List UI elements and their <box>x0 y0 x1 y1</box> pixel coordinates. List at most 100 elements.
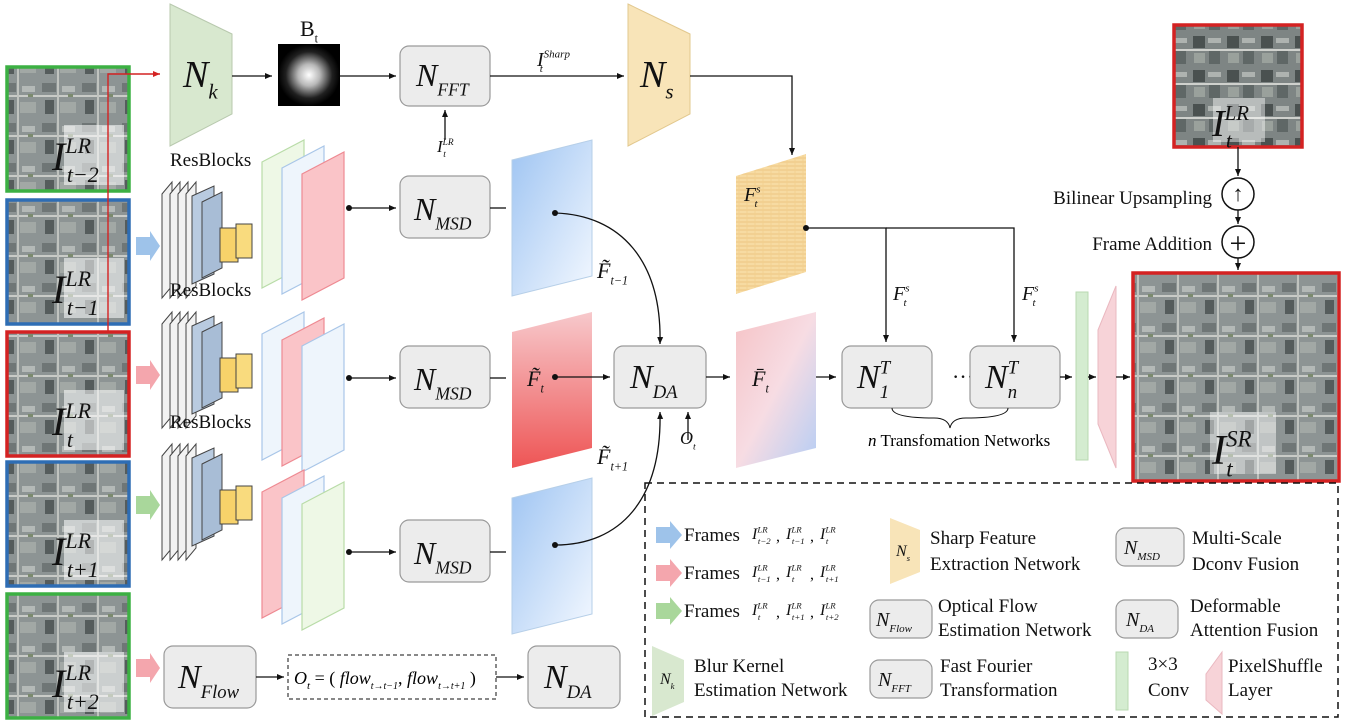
transform-n-label-base: N <box>984 359 1010 396</box>
flow-label-text: NFlow <box>177 659 240 703</box>
offset-formula: Ot = ( flowt→t−1, flowt→t+1 ) <box>294 668 476 692</box>
legend-frames-word-2: Frames <box>684 601 740 622</box>
stack-bot-green <box>301 481 345 631</box>
legend-ns-text-0: Sharp Feature <box>930 528 1036 549</box>
input-flow-arrow-2 <box>136 490 160 520</box>
addition-symbol-base: + <box>1230 227 1247 260</box>
feature-prev-label-sub: t−1 <box>610 274 628 288</box>
input-flow-arrow-0 <box>136 231 160 261</box>
sr-frame-label-sub: t <box>1226 456 1233 482</box>
fft-input-label-base: I <box>436 137 444 156</box>
sharp-label-sup: Sharp <box>544 49 571 61</box>
msd-module-2 <box>399 519 491 583</box>
sharp-feature-label-base: F <box>743 184 757 206</box>
res-layer <box>201 321 223 409</box>
da-label-base: N <box>629 359 655 396</box>
msd-label-1-base: N <box>413 361 437 397</box>
fft-label-text: NFFT <box>415 57 470 100</box>
sr-frame-label-base: I <box>1211 428 1228 474</box>
frame-label-bg <box>64 652 124 712</box>
formula-lhs: O <box>294 668 307 688</box>
legend-da-icon-label-text: NDA <box>1125 609 1154 635</box>
ns-label-sub: s <box>665 79 673 103</box>
legend-frames-arrow-1 <box>656 559 682 587</box>
legend-fft-icon-label-base: N <box>877 669 893 691</box>
frame-label-2-sup: LR <box>64 398 91 423</box>
frame-label-0-base: I <box>51 134 67 179</box>
resblock-stack-0 <box>161 180 253 300</box>
feature-cur <box>512 312 592 468</box>
legend-ps-icon <box>1205 650 1223 716</box>
res-block-cube <box>219 357 239 393</box>
legend-fft-icon-label: NFFT <box>877 669 912 695</box>
transform-caption: n Transfomation Networks <box>868 431 1050 450</box>
lr-frame-label-base: I <box>1211 103 1227 145</box>
ns-label: Ns <box>639 54 674 103</box>
fs-right-label-sub: t <box>1032 297 1036 309</box>
frame-label-2-sub: t <box>67 427 74 452</box>
ns-label-base: N <box>639 54 668 96</box>
blur-kernel-image <box>278 44 340 106</box>
feature-fused-label: F̄t <box>751 366 769 396</box>
transform-dots: ··· <box>952 364 974 389</box>
transform-caption-n: n <box>868 431 877 450</box>
resblocks-label-1: ResBlocks <box>170 280 251 301</box>
legend-fft-icon <box>869 659 933 699</box>
legend-da-icon-label-sub: DA <box>1138 623 1154 635</box>
legend-fft-text-1: Transformation <box>940 680 1058 701</box>
nk-network <box>169 3 233 147</box>
pixelshuffle-layer <box>1097 285 1117 469</box>
legend-frames-word-1: Frames <box>684 563 740 584</box>
resblock-stack-1 <box>161 310 253 430</box>
feature-prev-label-text: F̃t−1 <box>596 258 628 288</box>
nk-label-text: Nk <box>182 54 218 103</box>
formula-f2: flow <box>407 668 438 688</box>
addition-label: Frame Addition <box>1092 234 1212 255</box>
sr-frame-label-bg <box>1210 412 1276 474</box>
sharp-feature-label-sup: s <box>756 184 760 196</box>
legend-flow-text-0: Optical Flow <box>938 596 1038 617</box>
legend-nk-icon-label: Nk <box>659 671 676 691</box>
lr-frame <box>1172 23 1304 149</box>
formula-eq: = ( <box>310 668 340 689</box>
legend-frame-term-0-0-sub: t−2 <box>758 536 771 546</box>
ns-network <box>627 3 691 147</box>
feature-next-label-base: F̃ <box>596 444 611 469</box>
legend-frame-term-0-1-sub: t−1 <box>792 536 805 546</box>
legend-da-text-0: Deformable <box>1190 596 1281 617</box>
legend-conv-icon <box>1115 651 1129 711</box>
da-label-bottom-text: NDA <box>543 659 592 703</box>
transform-1-label-sub: 1 <box>880 382 889 403</box>
legend-frames-word-0: Frames <box>684 525 740 546</box>
flow-label: NFlow <box>177 659 240 703</box>
feature-fused-label-text: F̄t <box>751 366 769 396</box>
res-block-cube <box>235 223 253 259</box>
input-flow-arrow-3 <box>136 653 160 683</box>
feature-cur-label-base: F̃ <box>526 366 541 391</box>
da-label-bottom-sub: DA <box>566 682 592 703</box>
conv-layer <box>1075 291 1089 461</box>
legend-msd-icon-label-base: N <box>1123 537 1139 559</box>
legend-frame-term-2-2-base: I <box>819 602 826 619</box>
legend-ns-icon <box>890 518 920 584</box>
legend-flow-icon-label: NFlow <box>875 609 913 635</box>
legend-comma: , <box>810 528 814 545</box>
res-layer <box>201 453 223 541</box>
frame-label-1-base: I <box>51 267 67 312</box>
